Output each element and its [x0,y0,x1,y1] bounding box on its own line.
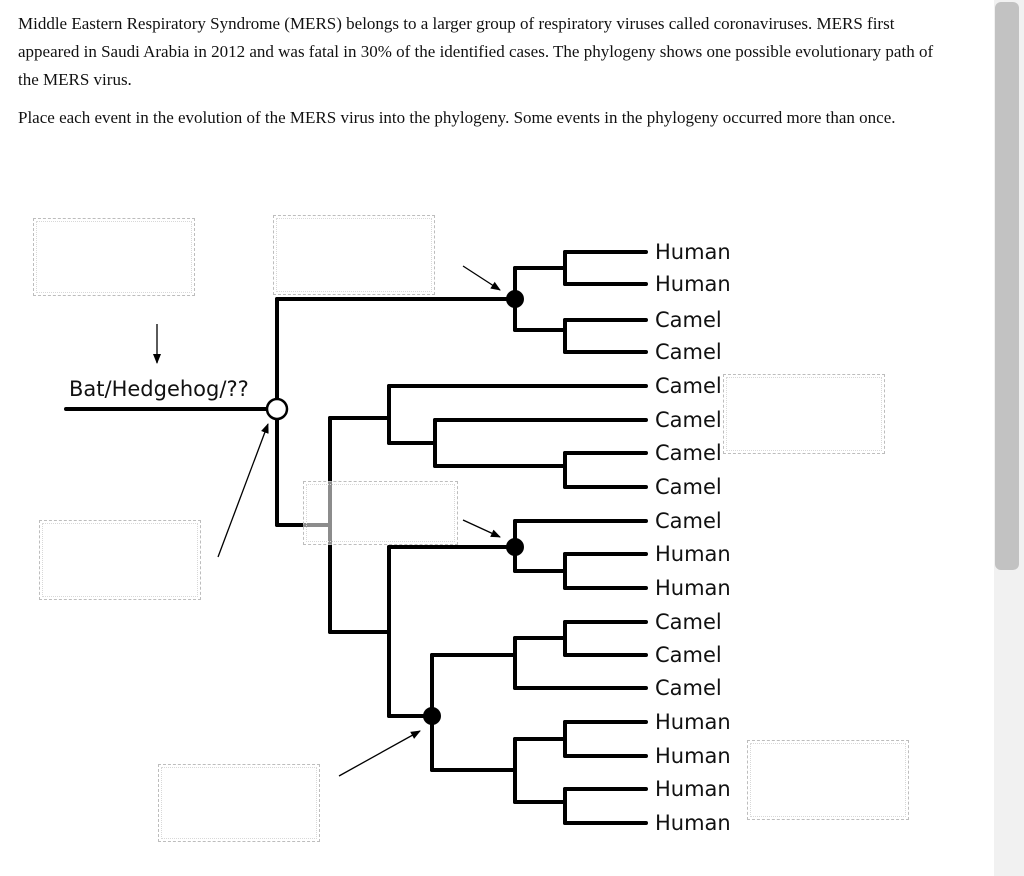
question-intro: Middle Eastern Respiratory Syndrome (MER… [18,14,934,89]
drop-target-3[interactable] [303,481,458,545]
root-node [265,397,289,421]
tip-label: Human [655,542,731,566]
drop-target-5[interactable] [723,374,885,454]
tip-label: Camel [655,610,722,634]
tip-label: Human [655,811,731,835]
arrow-to-lower-node [338,730,421,777]
drop-target-7[interactable] [747,740,909,820]
node-human-clade-top [506,290,524,308]
tip-label: Camel [655,475,722,499]
drop-target-6[interactable] [158,764,320,842]
tip-label: Human [655,710,731,734]
tip-label: Camel [655,509,722,533]
tip-label: Human [655,272,731,296]
arrow-to-root [217,423,269,558]
tip-label: Human [655,777,731,801]
tip-label: Camel [655,408,722,432]
drop-target-1[interactable] [33,218,195,296]
arrow-to-mid-node [462,519,501,538]
node-human-clade-mid [506,538,524,556]
scrollbar-thumb[interactable] [995,2,1019,570]
scrollbar[interactable] [994,0,1024,876]
drop-target-4[interactable] [39,520,201,600]
tip-label: Human [655,744,731,768]
drop-target-2[interactable] [273,215,435,295]
question-instructions: Place each event in the evolution of the… [18,108,896,127]
tip-label: Camel [655,643,722,667]
tip-label: Human [655,240,731,264]
phylogeny-diagram: Bat/Hedgehog/?? HumanHumanCamelCamelCame… [64,240,731,835]
root-label: Bat/Hedgehog/?? [69,377,249,401]
tip-label: Camel [655,308,722,332]
tip-label: Camel [655,374,722,398]
node-lower-clade [423,707,441,725]
tip-label: Camel [655,676,722,700]
tip-label: Camel [655,340,722,364]
tip-label: Human [655,576,731,600]
tip-label: Camel [655,441,722,465]
arrow-to-top-node [462,265,501,291]
